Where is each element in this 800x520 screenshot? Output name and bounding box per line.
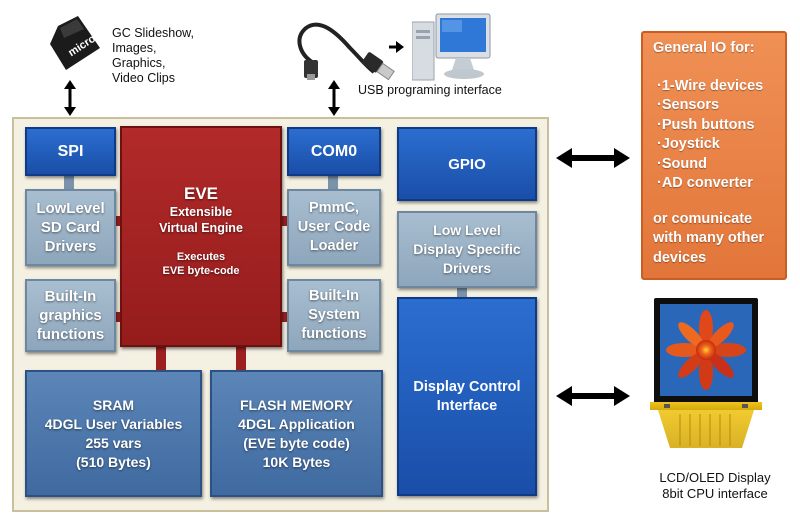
eve-note: Executes: [176, 251, 226, 263]
block-text-line: functions: [36, 326, 105, 343]
eve-link-sram: [156, 340, 166, 372]
spi-connector: [64, 176, 74, 192]
sd-caption: GC Slideshow, Images, Graphics, Video Cl…: [112, 26, 194, 86]
block-text-line: Low Level: [433, 222, 501, 238]
sd-caption-line: GC Slideshow,: [112, 26, 194, 40]
flash-memory-block: FLASH MEMORY 4DGL Application (EVE byte …: [210, 370, 383, 497]
block-text-line: (510 Bytes): [76, 453, 151, 470]
block-text-line: User Code: [297, 219, 371, 235]
block-text-line: Built-In: [309, 288, 359, 304]
gpio-double-arrow-icon: [556, 148, 630, 168]
block-text-line: 4DGL User Variables: [44, 415, 183, 432]
block-text-line: 10K Bytes: [262, 453, 331, 470]
com0-block: COM0: [287, 127, 381, 176]
sram-block: SRAM 4DGL User Variables 255 vars (510 B…: [25, 370, 202, 497]
eve-engine-block: EVE Extensible Virtual Engine Executes E…: [120, 126, 282, 347]
general-io-footer: or comunicate: [653, 210, 753, 227]
general-io-item: ·Joystick: [657, 136, 720, 152]
block-text-line: LowLevel: [36, 200, 105, 217]
computer-icon: [412, 13, 491, 81]
display-driver-connector: [457, 287, 467, 299]
sd-caption-line: Graphics,: [112, 56, 166, 70]
block-text-line: Loader: [309, 238, 359, 254]
general-io-item: ·Sound: [657, 155, 707, 172]
spi-block: SPI: [25, 127, 116, 176]
gpio-label: GPIO: [448, 155, 486, 173]
sd-caption-line: Images,: [112, 41, 157, 55]
general-io-item: ·Push buttons: [657, 116, 755, 133]
display-control-block: Display Control Interface: [397, 297, 537, 496]
general-io-footer: devices: [653, 249, 707, 266]
com0-connector: [328, 176, 338, 192]
eve-title: EVE: [183, 184, 219, 203]
arrow-right-icon: [389, 41, 404, 53]
general-io-box: General IO for: ·1-Wire devices ·Sensors…: [641, 31, 787, 280]
lowlevel-display-block: Low Level Display Specific Drivers: [397, 211, 537, 288]
gpio-block: GPIO: [397, 127, 537, 201]
block-text-line: Drivers: [442, 260, 492, 276]
usb-caption: USB programing interface: [358, 83, 502, 97]
general-io-item: ·1-Wire devices: [657, 77, 764, 94]
lowlevel-sd-block: LowLevel SD Card Drivers: [25, 189, 116, 266]
builtin-system-block: Built-In System functions: [287, 279, 381, 352]
display-caption: LCD/OLED Display 8bit CPU interface: [630, 470, 800, 502]
general-io-footer: with many other: [653, 230, 765, 246]
eve-link-left-top: [112, 216, 124, 226]
usb-double-arrow-icon: [328, 80, 340, 116]
general-io-item: ·AD converter: [657, 175, 753, 191]
general-io-title: General IO for:: [653, 40, 755, 56]
builtin-graphics-block: Built-In graphics functions: [25, 279, 116, 352]
block-text-line: PmmC,: [309, 200, 359, 216]
block-text-line: Interface: [436, 397, 498, 414]
sd-double-arrow-icon: [64, 80, 76, 116]
block-text-line: SRAM: [92, 396, 135, 413]
block-text-line: System: [308, 307, 360, 323]
block-text-line: 4DGL Application: [238, 415, 355, 432]
block-text-line: Built-In: [44, 288, 97, 305]
block-text-line: 255 vars: [85, 434, 142, 451]
eve-link-flash: [236, 340, 246, 372]
general-io-item: ·Sensors: [657, 97, 720, 113]
block-text-line: Display Control: [413, 378, 521, 395]
micro-sd-card-icon: micro SD: [50, 16, 104, 70]
pmmc-block: PmmC, User Code Loader: [287, 189, 381, 266]
block-text-line: SD Card: [40, 219, 101, 236]
block-text-line: FLASH MEMORY: [239, 396, 354, 413]
com0-label: COM0: [310, 142, 358, 160]
block-text-line: graphics: [39, 307, 102, 324]
display-caption-line: LCD/OLED Display: [659, 470, 771, 485]
block-text-line: Drivers: [44, 238, 97, 255]
sd-caption-line: Video Clips: [112, 71, 176, 85]
eve-subtitle: Virtual Engine: [159, 221, 243, 235]
display-caption-line: 8bit CPU interface: [662, 486, 768, 501]
block-text-line: Display Specific: [413, 241, 521, 257]
eve-link-left-bottom: [112, 312, 124, 322]
block-text-line: functions: [301, 326, 367, 342]
spi-label: SPI: [57, 142, 84, 160]
lcd-display-icon: [650, 298, 762, 448]
usb-cable-icon: [297, 22, 395, 80]
block-text-line: (EVE byte code): [243, 434, 350, 451]
eve-subtitle: Extensible: [169, 205, 233, 219]
display-double-arrow-icon: [556, 386, 630, 406]
eve-note: EVE byte-code: [162, 265, 240, 277]
